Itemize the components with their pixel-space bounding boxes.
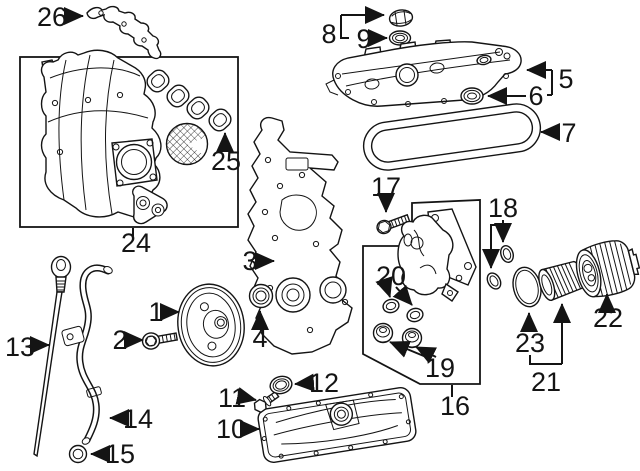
callout-11[interactable]: 11: [218, 383, 257, 413]
callout-9-label[interactable]: 9: [356, 24, 371, 54]
callout-8-label[interactable]: 8: [321, 19, 336, 49]
part-gasket-strip: [86, 5, 162, 60]
callout-19[interactable]: 19: [389, 340, 455, 383]
callout-20-label[interactable]: 20: [376, 261, 406, 291]
callout-25-label[interactable]: 25: [211, 146, 241, 176]
part-filter-cap-o-ring: [512, 266, 542, 308]
part-drain-plug-gasket: [269, 375, 293, 395]
callout-18[interactable]: 18: [482, 193, 518, 269]
callout-10[interactable]: 10: [216, 414, 260, 444]
callout-19-label[interactable]: 19: [425, 353, 455, 383]
part-dipstick-tube-o-ring: [68, 444, 88, 464]
callout-16[interactable]: 16: [440, 385, 470, 421]
callout-5-label[interactable]: 5: [558, 64, 573, 94]
callout-15[interactable]: 15: [90, 439, 135, 469]
callout-1[interactable]: 1: [148, 297, 180, 327]
callout-12-label[interactable]: 12: [309, 368, 339, 398]
part-oil-pan: [257, 387, 417, 463]
part-valve-cover-gasket: [362, 103, 542, 171]
callout-17-label[interactable]: 17: [371, 172, 401, 202]
part-bracket-bolt: [376, 213, 411, 235]
part-bracket-plugs: [372, 322, 423, 349]
callout-6-label[interactable]: 6: [528, 81, 543, 111]
callout-24[interactable]: 24: [121, 228, 151, 258]
part-valve-cover-grommet: [460, 87, 484, 105]
callout-9[interactable]: 9: [356, 24, 388, 54]
callout-6[interactable]: 6: [487, 81, 544, 111]
callout-12[interactable]: 12: [294, 368, 339, 398]
part-oil-dipstick: [33, 255, 72, 458]
callout-5[interactable]: 5: [526, 61, 574, 96]
callout-25[interactable]: 25: [211, 132, 241, 176]
callout-20[interactable]: 20: [375, 261, 413, 306]
part-crankshaft-front-seal: [248, 283, 274, 309]
callout-4-label[interactable]: 4: [252, 323, 267, 353]
callout-3-label[interactable]: 3: [242, 246, 257, 276]
part-oil-filler-cap: [388, 9, 414, 27]
callout-13[interactable]: 13: [5, 332, 50, 362]
callout-23[interactable]: 23: [515, 312, 545, 358]
part-dipstick-tube: [61, 264, 113, 445]
callout-13-label[interactable]: 13: [5, 332, 35, 362]
callout-1-label[interactable]: 1: [148, 297, 163, 327]
callout-4[interactable]: 4: [251, 310, 269, 353]
part-timing-chain-cover: [247, 116, 353, 355]
callout-21[interactable]: 21: [529, 303, 571, 397]
part-oil-filter-bracket: [397, 208, 477, 302]
callout-8[interactable]: 8: [321, 6, 385, 49]
callout-10-label[interactable]: 10: [216, 414, 246, 444]
part-oil-filter-element: [538, 260, 585, 302]
part-bracket-gaskets: [382, 298, 424, 323]
callout-14[interactable]: 14: [109, 404, 153, 434]
callout-26-label[interactable]: 26: [37, 2, 67, 32]
callout-17[interactable]: 17: [371, 172, 401, 213]
callout-2-label[interactable]: 2: [112, 325, 127, 355]
part-oil-drain-plug: [253, 390, 280, 414]
intake-manifold-group-box: [19, 56, 239, 228]
callout-7[interactable]: 7: [540, 118, 577, 148]
callout-18-label[interactable]: 18: [488, 193, 518, 223]
part-pulley-bolt: [141, 332, 179, 350]
part-bracket-o-rings: [486, 245, 514, 290]
callout-24-label[interactable]: 24: [121, 228, 151, 258]
callout-14-label[interactable]: 14: [123, 404, 153, 434]
callout-21-label[interactable]: 21: [531, 367, 561, 397]
callout-22[interactable]: 22: [593, 293, 623, 333]
callout-15-label[interactable]: 15: [105, 439, 135, 469]
callout-2[interactable]: 2: [112, 325, 144, 355]
part-oil-filter-cap: [575, 240, 640, 298]
callout-11-label[interactable]: 11: [218, 383, 246, 413]
part-intake-manifold: [40, 49, 168, 225]
callout-3[interactable]: 3: [242, 246, 275, 276]
part-filler-cap-gasket: [388, 30, 412, 46]
part-crankshaft-pulley: [177, 283, 245, 367]
callout-23-label[interactable]: 23: [515, 328, 545, 358]
callout-7-label[interactable]: 7: [561, 118, 576, 148]
callout-22-label[interactable]: 22: [593, 303, 623, 333]
part-intake-manifold-gasket: [146, 69, 232, 166]
callout-16-label[interactable]: 16: [440, 391, 470, 421]
callout-26[interactable]: 26: [37, 2, 84, 32]
